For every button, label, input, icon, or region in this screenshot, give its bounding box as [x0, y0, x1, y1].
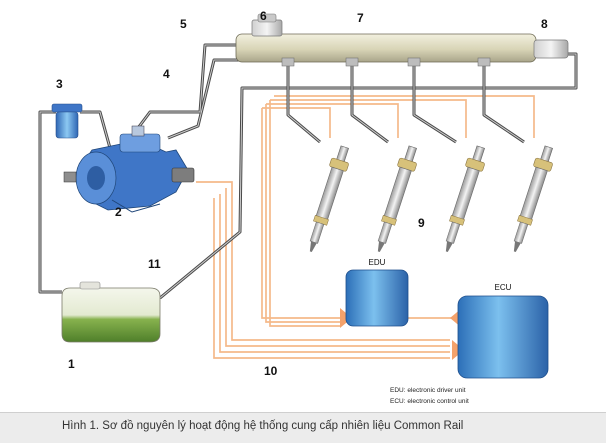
label-1: 1 — [68, 357, 75, 371]
label-11: 11 — [148, 257, 161, 271]
injector-2 — [369, 143, 422, 255]
label-9: 9 — [418, 216, 425, 230]
sensor-wire-3 — [269, 100, 340, 327]
injector-wire-1 — [262, 107, 331, 138]
injector-4 — [505, 143, 558, 255]
common-rail-diagram: EDU ECU 1 2 3 4 5 6 7 8 9 10 11 EDU: ele… — [38, 9, 578, 405]
ecu-label: ECU — [495, 283, 512, 292]
label-10: 10 — [264, 364, 278, 378]
ecu-wire-3 — [213, 198, 450, 359]
ecu-box: ECU — [457, 283, 549, 379]
label-8: 8 — [541, 17, 548, 31]
caption-bar: Hình 1. Sơ đồ nguyên lý hoạt động hệ thố… — [0, 412, 606, 443]
sensor-wire-1 — [261, 108, 340, 319]
tank-to-filter-line — [38, 110, 62, 294]
label-7: 7 — [357, 11, 364, 25]
injector-3 — [437, 143, 490, 255]
legend-ecu: ECU: electronic control unit — [390, 398, 469, 405]
high-pressure-pump — [63, 125, 195, 213]
injector-1 — [301, 143, 354, 255]
pump-signal-wire — [196, 181, 450, 341]
injector-wire-2 — [266, 103, 399, 138]
edu-box: EDU — [345, 258, 409, 327]
legend: EDU: electronic driver unit ECU: electro… — [390, 387, 469, 405]
fuel-lines-inner — [39, 44, 577, 299]
label-6: 6 — [260, 9, 267, 23]
ecu-wire-1 — [225, 188, 450, 347]
label-2: 2 — [115, 205, 122, 219]
legend-edu: EDU: electronic driver unit — [390, 387, 466, 394]
pump-to-rail-line — [136, 43, 242, 129]
injectors — [301, 143, 558, 255]
label-4: 4 — [163, 67, 170, 81]
label-3: 3 — [56, 77, 63, 91]
edu-label: EDU — [369, 258, 386, 267]
fuel-tank — [61, 281, 161, 343]
fuel-filter — [51, 103, 83, 139]
ecu-wire-2 — [219, 194, 450, 353]
injector-wire-3 — [270, 99, 467, 138]
signal-wires — [196, 95, 535, 359]
injector-wire-4 — [274, 95, 535, 138]
common-rail — [235, 13, 569, 67]
label-5: 5 — [180, 17, 187, 31]
component-numbers: 1 2 3 4 5 6 7 8 9 10 11 — [56, 9, 548, 378]
figure-caption: Hình 1. Sơ đồ nguyên lý hoạt động hệ thố… — [62, 420, 464, 432]
sensor-wire-2 — [265, 104, 340, 323]
